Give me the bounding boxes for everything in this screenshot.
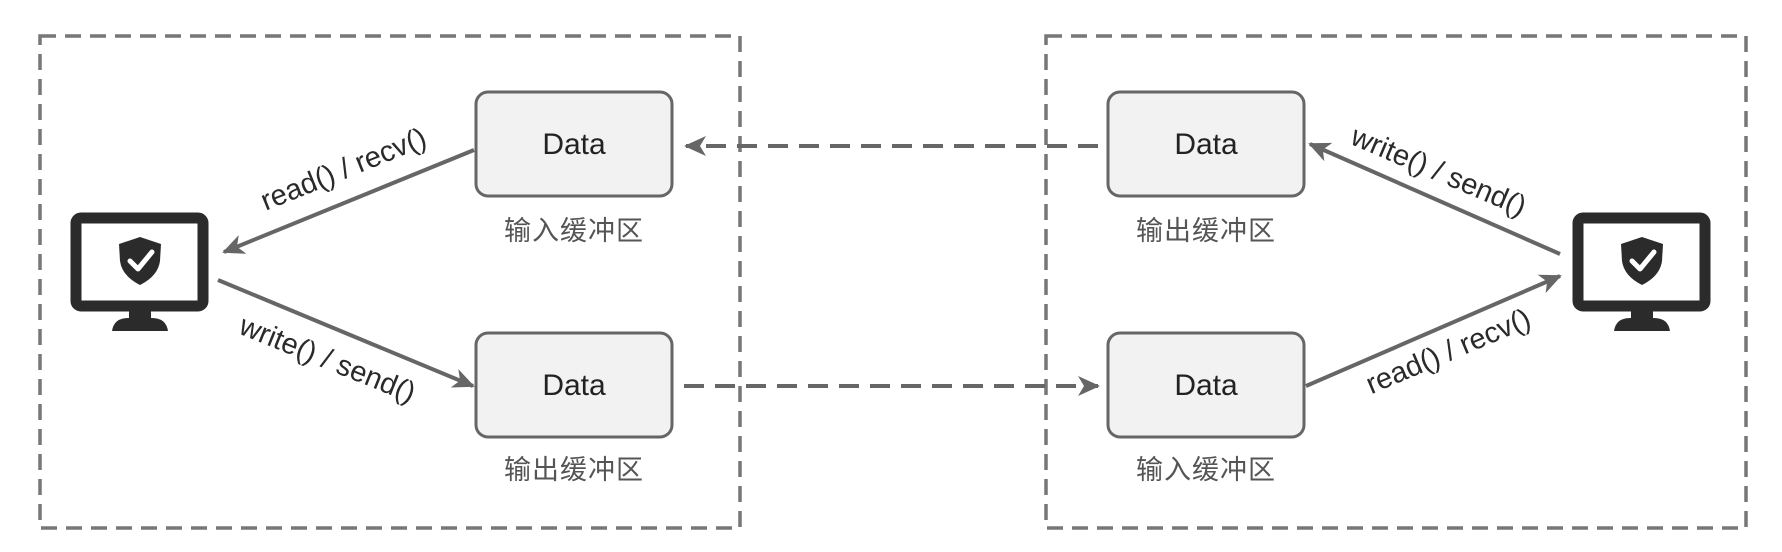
right-input-buffer: Data 输入缓冲区 — [1106, 331, 1306, 486]
left-computer-icon — [70, 212, 209, 331]
right-input-buffer-caption: 输入缓冲区 — [1136, 455, 1276, 486]
left-output-buffer-data-label: Data — [542, 369, 606, 402]
right-output-buffer: Data 输出缓冲区 — [1106, 90, 1306, 247]
right-input-buffer-data-label: Data — [1174, 369, 1238, 402]
right-computer-icon — [1572, 212, 1711, 331]
shield-check-icon — [119, 237, 161, 285]
left-write-arrow — [217, 278, 475, 388]
right-output-buffer-caption: 输出缓冲区 — [1136, 216, 1276, 247]
right-host-frame — [1044, 34, 1748, 530]
shield-check-icon — [1621, 237, 1663, 285]
left-input-buffer-data-label: Data — [542, 128, 606, 161]
left-input-buffer: Data 输入缓冲区 — [474, 90, 674, 247]
left-output-buffer-caption: 输出缓冲区 — [504, 455, 644, 486]
left-input-buffer-caption: 输入缓冲区 — [504, 216, 644, 247]
left-read-arrow — [222, 148, 475, 254]
right-read-arrow — [1305, 274, 1562, 388]
left-host-frame — [38, 34, 742, 530]
right-write-arrow — [1308, 142, 1561, 256]
right-output-buffer-data-label: Data — [1174, 128, 1238, 161]
left-output-buffer: Data 输出缓冲区 — [474, 331, 674, 486]
